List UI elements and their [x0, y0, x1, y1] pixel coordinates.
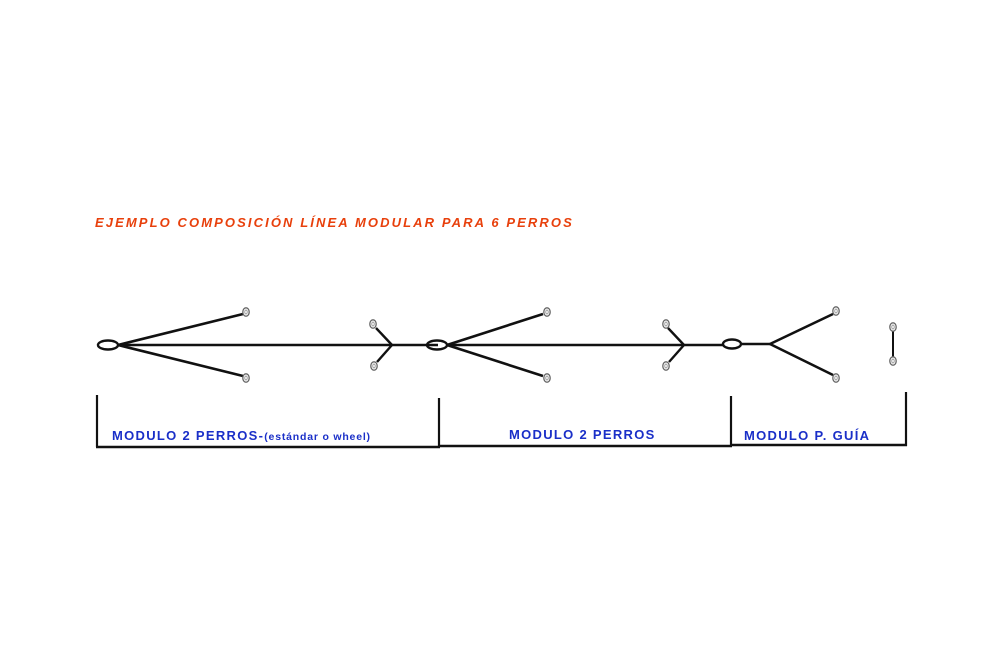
module-1-label: MODULO 2 PERROS-(estándar o wheel) — [112, 428, 371, 443]
snap-hook-icon — [832, 306, 840, 316]
diagram-title: EJEMPLO COMPOSICIÓN LÍNEA MODULAR PARA 6… — [95, 215, 574, 230]
module-1-label-main: MODULO 2 PERROS- — [112, 428, 265, 443]
snap-hook-icon — [543, 373, 551, 383]
loop-icon — [721, 338, 743, 350]
module-3-label: MODULO P. GUÍA — [744, 428, 870, 443]
snap-hook-icon — [370, 361, 378, 371]
module-2-label-main: MODULO 2 PERROS — [509, 427, 656, 442]
snap-hook-icon — [889, 322, 897, 332]
snap-hook-icon — [242, 373, 250, 383]
snap-hook-icon — [543, 307, 551, 317]
snap-hook-icon — [889, 356, 897, 366]
snap-hook-icon — [662, 319, 670, 329]
snap-hook-icon — [242, 307, 250, 317]
module-brackets — [95, 392, 908, 449]
module-2-line — [425, 307, 724, 383]
module-1-line — [96, 307, 438, 383]
snap-hook-icon — [369, 319, 377, 329]
module-2-label: MODULO 2 PERROS — [509, 427, 656, 442]
snap-hook-icon — [662, 361, 670, 371]
module-1-label-sub: (estándar o wheel) — [264, 431, 371, 443]
loop-icon — [96, 339, 120, 351]
module-3-label-main: MODULO P. GUÍA — [744, 428, 871, 443]
module-3-line — [721, 306, 897, 383]
snap-hook-icon — [832, 373, 840, 383]
